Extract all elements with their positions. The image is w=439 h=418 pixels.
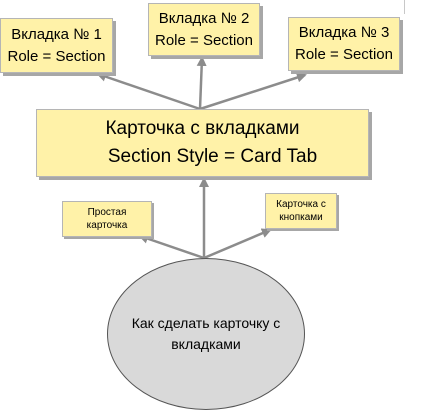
tab2-box: Вкладка № 2 Role = Section [148, 3, 260, 56]
tab2-title: Вкладка № 2 [158, 9, 250, 27]
arrow-to-tab1 [96, 71, 201, 111]
main-card-style: Section Style = Card Tab [107, 146, 318, 167]
main-card-title: Карточка с вкладками [105, 118, 300, 139]
tab2-role: Role = Section [155, 31, 253, 49]
note-buttons-card: Карточка с кнопками [265, 193, 337, 229]
arrow-to-tab3 [199, 72, 307, 111]
source-ellipse: Как сделать карточку с вкладками [107, 258, 305, 410]
tab1-box: Вкладка № 1 Role = Section [0, 18, 113, 73]
edge-divider [404, 0, 405, 14]
arrow-to-tab2 [196, 56, 207, 110]
tab3-role: Role = Section [295, 46, 393, 63]
tab1-title: Вкладка № 1 [11, 25, 102, 43]
arrow-to-note-buttons [203, 228, 272, 260]
source-text: Как сделать карточку с вкладками [131, 315, 281, 352]
note-simple-text: Простая карточка [86, 207, 128, 231]
main-card-box: Карточка с вкладками Section Style = Car… [36, 109, 369, 177]
tab3-title: Вкладка № 3 [298, 24, 390, 41]
note-simple-card: Простая карточка [62, 201, 152, 237]
note-buttons-text: Карточка с кнопками [276, 199, 326, 223]
tab3-box: Вкладка № 3 Role = Section [288, 17, 400, 71]
arrow-to-note-simple [138, 233, 205, 260]
tab1-role: Role = Section [7, 47, 106, 65]
